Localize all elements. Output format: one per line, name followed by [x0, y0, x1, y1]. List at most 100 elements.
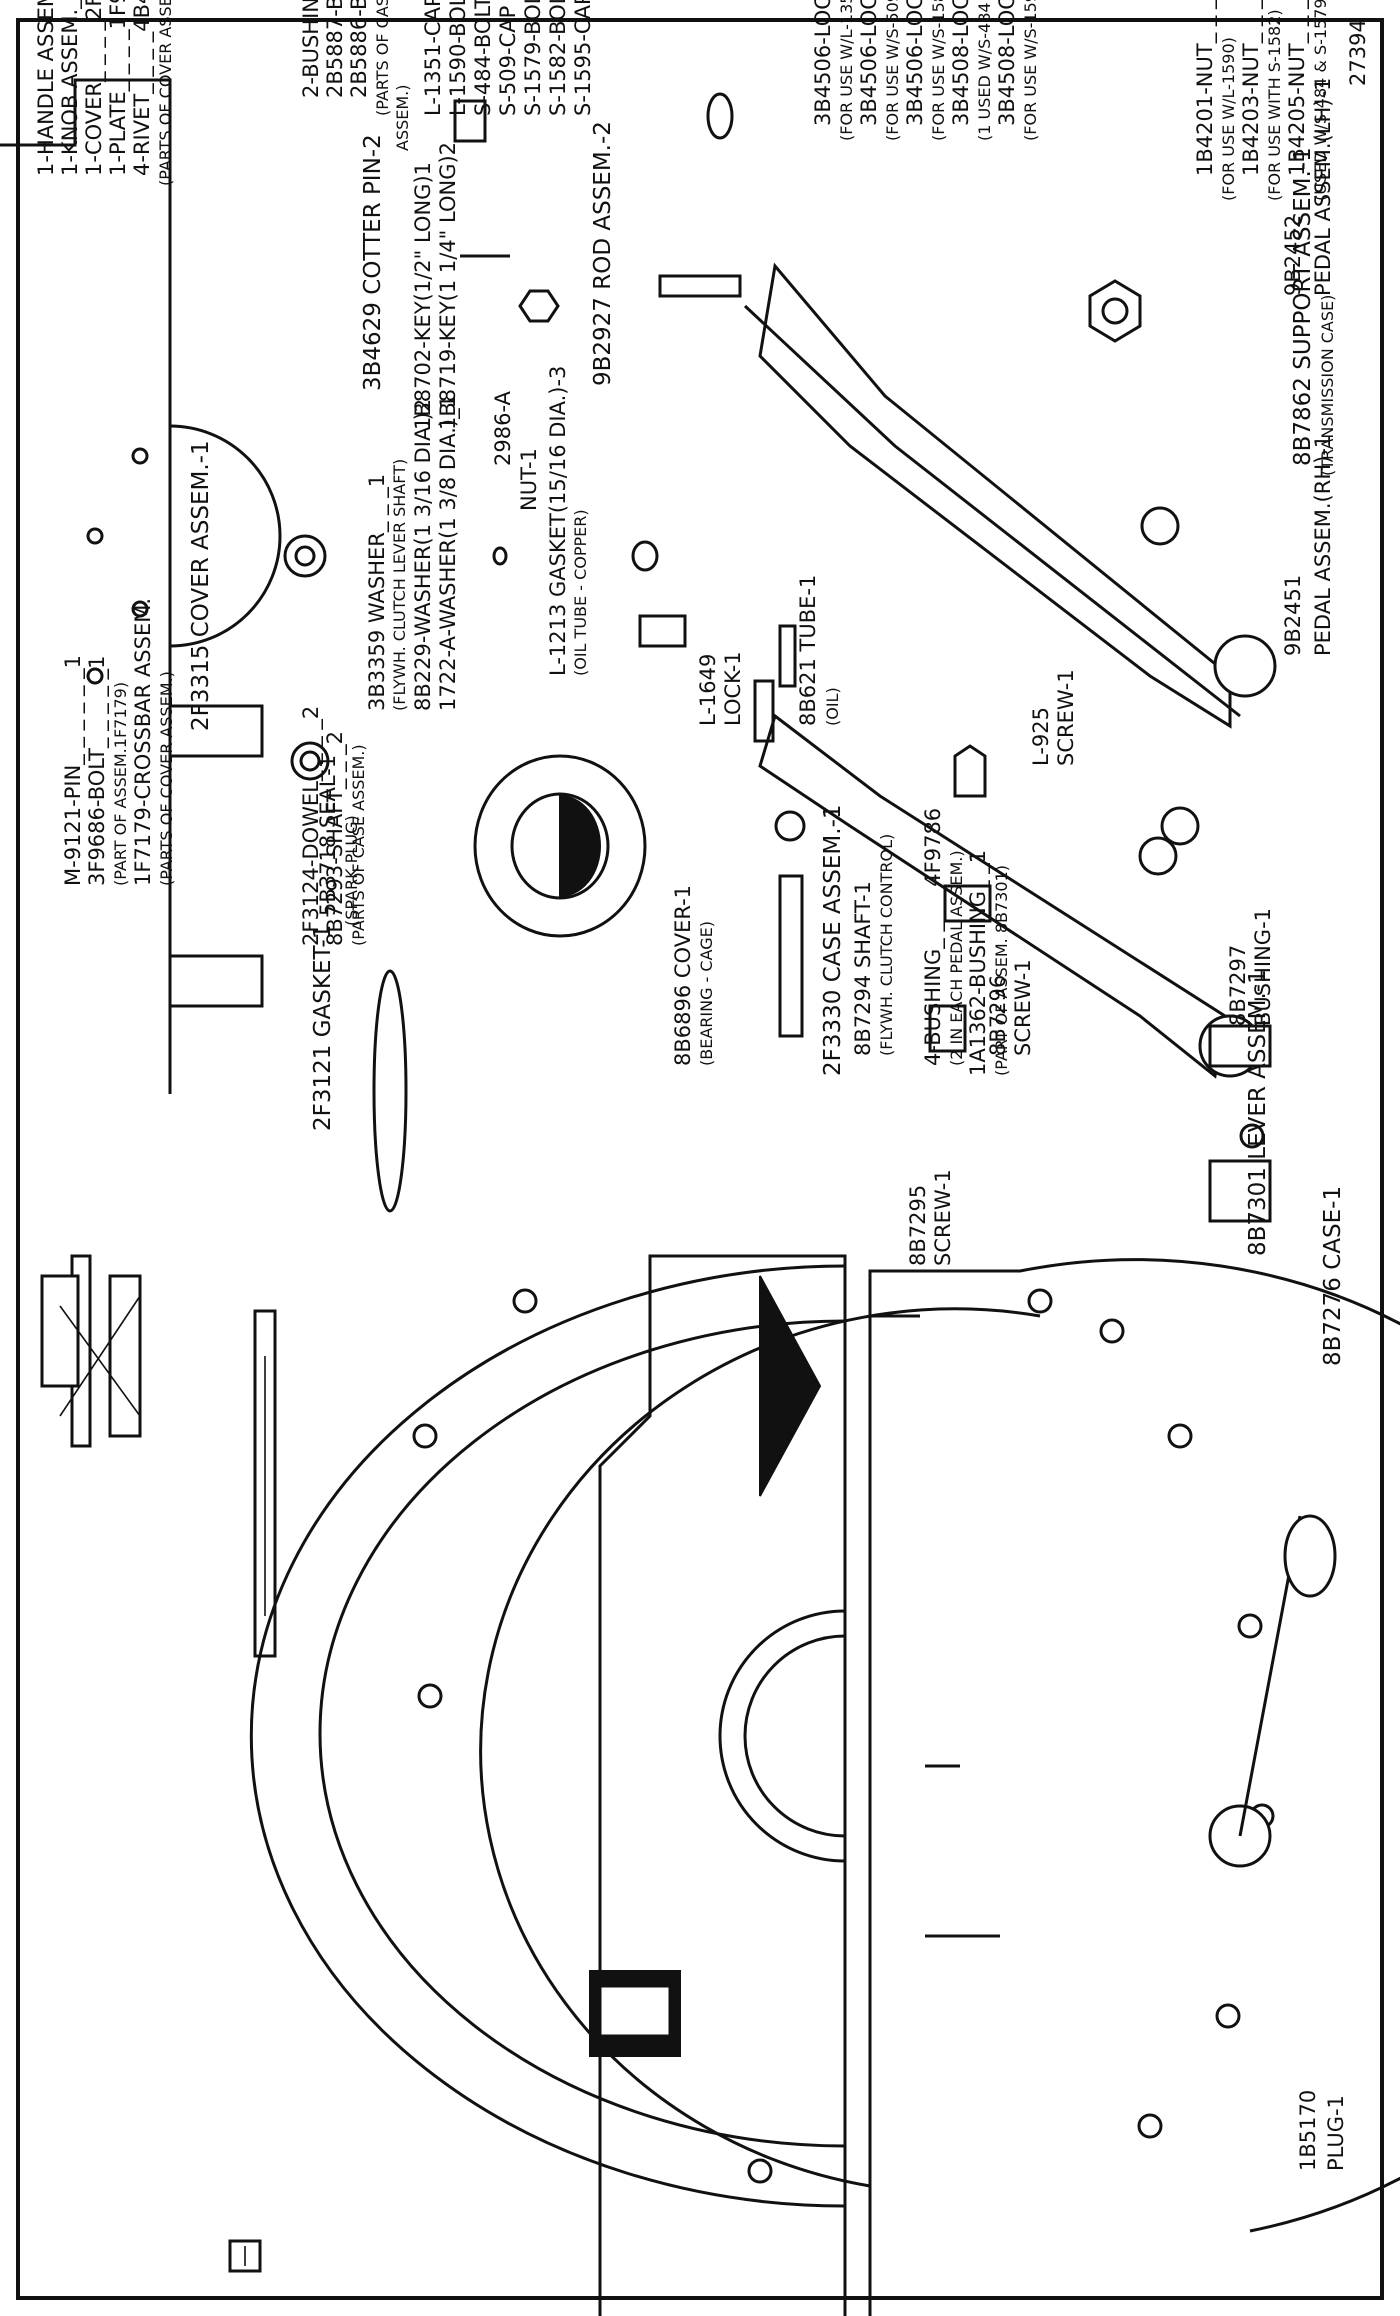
label-washer-1722a: 1722-A-WASHER(1 3/8 DIA.)_1 — [436, 395, 461, 711]
label-pedal-rh-number: 9B2451 — [1281, 575, 1305, 656]
label-screw-8b7295: SCREW-1 — [931, 1169, 955, 1266]
label-part-of-assem-8b7301: (PART OF ASSEM. 8B7301) — [992, 865, 1011, 1076]
label-lock-number: L-1649 — [696, 654, 720, 726]
label-bushing-2b5886: 2B5886-BUSHING_ _1 — [347, 0, 372, 98]
label-in-each-pedal: (2 IN EACH PEDAL ASSEM.) — [947, 850, 966, 1066]
label-pedal-rh: PEDAL ASSEM.(RH)-1 — [1311, 435, 1335, 656]
label-nut-1-note: (FOR USE W/L-1590) — [1219, 37, 1238, 201]
label-screw-8b7295-number: 8B7295 — [906, 1185, 930, 1266]
label-rod-assem: 9B2927 ROD ASSEM.-2 — [590, 121, 616, 386]
label-knob-assem: 1-KNOB ASSEM._1F7182 — [58, 0, 83, 176]
label-screw-l925: SCREW-1 — [1054, 669, 1078, 766]
label-key-1b8719: 1B8719-KEY(1 1/4" LONG)2 — [436, 142, 460, 430]
label-bushing-1a1362: 1A1362-BUSHING_ _1 — [966, 850, 991, 1076]
small-parts-drawing — [283, 534, 992, 1053]
label-cap-screw-s1595: S-1595-CAP SCREW(1/4" x 1/2")17 — [571, 0, 595, 116]
label-cover-8b6896: 8B6896 COVER-1 — [671, 885, 695, 1066]
label-washer-8b229: 8B229-WASHER(1 3/16 DIA.)2 — [411, 399, 435, 711]
label-lockwasher-3-note: (FOR USE W/S-1582) — [929, 0, 948, 141]
label-lockwasher-2-note: (FOR USE W/S-509) — [883, 0, 902, 141]
label-lockwasher-1-note: (FOR USE W/L-1351) — [837, 0, 856, 141]
label-pedal-lh: PEDAL ASSEM.(LH)-1 — [1311, 78, 1335, 296]
label-bushing-1f2830: 2-BUSHING_ _1F2830 — [299, 0, 324, 98]
label-washer-3b3359: 3B3359 WASHER_ _ _1 — [365, 474, 390, 711]
label-nut-number: 2986-A — [491, 390, 515, 466]
label-bushing-4f9786: 4-BUSHING_ _ _ _4F9786 — [921, 808, 946, 1066]
label-bolt-3f9686: 3F9686-BOLT_ _ _ _ _1 — [85, 656, 110, 886]
cover-assembly-drawing — [40, 1254, 277, 1658]
label-pedal-lh-number: 9B2452 — [1281, 215, 1305, 296]
label-plate: 1-PLATE_ _ _ _1F943 — [106, 0, 131, 176]
case-half-left-drawing — [249, 969, 847, 2316]
support-assembly-drawing — [0, 78, 282, 1094]
label-cotter-pin: 3B4629 COTTER PIN-2 — [360, 134, 386, 391]
label-parts-of-case-b1: (PARTS OF CASE — [373, 0, 392, 116]
label-bolt-l1590: L-1590-BOLT_ _ _(1 1/8" LONG)1 — [446, 0, 471, 116]
label-nut-2-note: (FOR USE WITH S-1582) — [1265, 9, 1284, 201]
label-rivet: 4-RIVET_ _ _ _4B4304 — [130, 0, 155, 176]
label-diagram-number: 27394 — [1346, 19, 1370, 86]
label-lockwasher-4: 3B4508-LOCKWASHER_ _ _2 — [949, 0, 974, 126]
label-lockwasher-3: 3B4506-LOCKWASHER_ _ _1 — [903, 0, 928, 126]
label-cover-2f3314: 1-COVER_ _ _ _2F3314 — [82, 0, 107, 176]
label-pin: M-9121-PIN_ _ _ _ _ _1 — [61, 655, 86, 886]
label-shaft-8b7294: 8B7294 SHAFT-1 — [851, 881, 875, 1056]
label-oil-tube-copper: (OIL TUBE - COPPER) — [571, 509, 590, 676]
label-handle-assem: 1-HANDLE ASSEM._1F7184 — [34, 0, 59, 176]
label-key-1b8702: 1B8702-KEY(1/2" LONG)1 — [411, 162, 435, 430]
label-flywh-clutch-control: (FLYWH. CLUTCH CONTROL) — [877, 834, 896, 1056]
label-parts-of-case-b2: ASSEM.) — [393, 85, 412, 152]
label-transmission-case: (TRANSMISSION CASE) — [1318, 295, 1337, 476]
label-gasket: 2F3121 GASKET-1 — [310, 925, 336, 1131]
label-bushing-8b7297: BUSHING-1 — [1251, 908, 1275, 1026]
label-bolt-s484: S-484-BOLT_ _(2 1/4" LONG)_1 — [471, 0, 496, 116]
label-case-assem: 2F3330 CASE ASSEM.-1 — [820, 805, 846, 1077]
label-bushing-2b5887: 2B5887-BUSHING_ _1 — [323, 0, 348, 98]
label-nut-3: 1B4205-NUT_ _ _ _ _ _ _2 — [1285, 0, 1310, 176]
label-nut-3-note: (USED W/S-484 & S-1579) — [1311, 0, 1330, 201]
label-tube-8b621: 8B621 TUBE-1 — [796, 575, 820, 726]
label-screw-8b7296: SCREW-1 — [1011, 959, 1035, 1056]
label-nut-1: 1B4201-NUT_ _ _ _ _ _ _1 — [1193, 0, 1218, 176]
part-labels: 1-HANDLE ASSEM._1F7184 1-KNOB ASSEM._1F7… — [34, 0, 1370, 2171]
label-dowel: 2F3124-DOWEL_ _ _ _2 — [299, 706, 324, 946]
nuts-and-lockwashers-drawing — [453, 92, 1142, 343]
label-bolt-s1582: S-1582-BOLT_(1/4" x 3/8")_ _1 — [546, 0, 571, 116]
label-nut-2: 1B4203-NUT_ _ _ _ _ _ _1 — [1239, 0, 1264, 176]
label-shaft-8b7293: 8B7293-SHAFT_ _ _2 — [323, 731, 348, 946]
page-border — [16, 18, 1384, 2300]
label-parts-of-cover-a: (PARTS OF COVER ASSEM.) — [156, 0, 175, 186]
label-cap-screw-l1351: L-1351-CAP SCREW(7/8" LONG)4 — [421, 0, 445, 116]
label-case: 8B7276 CASE-1 — [1320, 1186, 1346, 1366]
label-cap-screw-s509: S-509-CAP SCREW_(3/4" LONG)2 — [496, 0, 521, 116]
seal-and-bearing-cover-drawing — [290, 741, 804, 1038]
label-cover-assem: 2F3315 COVER ASSEM.-1 — [188, 440, 214, 731]
label-lockwasher-4-note: (1 USED W/S-484 & S-1579) — [975, 0, 994, 141]
label-flywh-clutch-lever: (FLYWH. CLUTCH LEVER SHAFT) — [390, 459, 409, 711]
label-bearing-cage: (BEARING - CAGE) — [697, 921, 716, 1066]
label-lockwasher-1: 3B4506-LOCKWASHER_ _ _4 — [811, 0, 836, 126]
label-lockwasher-5-note: (FOR USE W/S-1595) — [1021, 0, 1040, 141]
label-screw-8b7296-number: 8B7296 — [986, 975, 1010, 1056]
label-oil: (OIL) — [823, 687, 842, 726]
case-half-right-drawing — [479, 1123, 1400, 2316]
label-gasket-l1213: L-1213 GASKET(15/16 DIA.)-3 — [546, 366, 570, 676]
label-parts-of-case-a: (PARTS OF CASE ASSEM.) — [349, 744, 368, 946]
label-support-assem: 8B7862 SUPPORT ASSEM.-1 — [1290, 147, 1316, 466]
label-plug-number: 1B5170 — [1296, 2090, 1320, 2171]
label-part-of-assem: (PART OF ASSEM.1F7179) — [111, 682, 130, 886]
label-seal: 5B3718 SEAL-1 — [316, 755, 340, 916]
label-lever-assem: 8B7301 LEVER ASSEM.-1 — [1245, 969, 1271, 1256]
label-lock: LOCK-1 — [721, 651, 745, 726]
label-spark-plug: (SPARK PLUG) — [342, 815, 361, 926]
label-parts-of-cover-b: (PARTS OF COVER ASSEM.) — [157, 671, 176, 886]
label-lockwasher-5: 3B4508-LOCKWASHER_ _ _17 — [995, 0, 1020, 126]
pedals-and-lever-drawing — [743, 262, 1337, 1868]
label-nut: NUT-1 — [517, 448, 541, 511]
label-plug: PLUG-1 — [1324, 2095, 1348, 2171]
label-bolt-s1579: S-1579-BOLT_ _(2" LONG)_1 — [521, 0, 546, 116]
label-crossbar: 1F7179-CROSSBAR ASSEM. — [131, 598, 155, 886]
label-screw-l925-number: L-925 — [1029, 707, 1053, 766]
